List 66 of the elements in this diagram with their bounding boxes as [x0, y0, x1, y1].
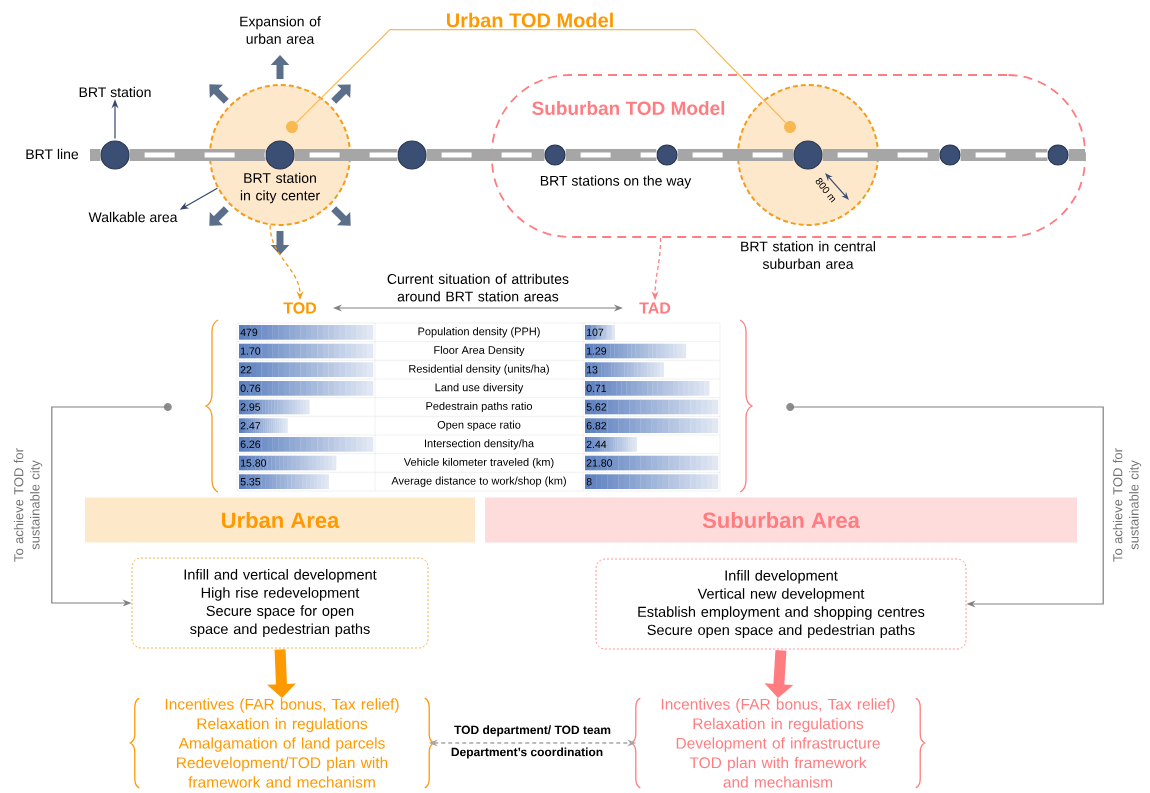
area-band: Suburban Area [485, 497, 1077, 543]
bar-cell: 0.76 [239, 381, 374, 396]
table-cell: Open space ratio [437, 420, 521, 431]
table-cell: Intersection density/ha [425, 439, 534, 450]
track-line [294, 149, 398, 161]
line-label: BRT line [26, 148, 79, 160]
leader-line [529, 28, 787, 124]
track-line [129, 149, 266, 161]
column-heading: TAD [639, 302, 671, 314]
station-dot [265, 140, 295, 170]
leader-line [295, 28, 531, 124]
bar-cell: 2.47 [239, 418, 288, 433]
track-line [960, 149, 1048, 161]
station-dot [100, 140, 130, 170]
table-cell: Floor Area Density [434, 345, 525, 357]
track-line [677, 149, 794, 161]
bar-cell: 107 [585, 325, 615, 340]
bar-cell: 8 [585, 474, 719, 489]
track-line [426, 149, 545, 161]
expansion-label: Expansion of urban area [240, 16, 321, 44]
arrow [789, 406, 1104, 608]
track-line [822, 149, 940, 161]
bar-cell: 21.80 [585, 455, 719, 471]
bar-cell: 5.35 [239, 474, 329, 489]
action-box: Infill development Vertical new development Establish employment and shopping centres Secure open space and pedestrian paths [595, 558, 967, 650]
bar-cell: 6.26 [239, 437, 374, 452]
table-cell: Residential density (units/ha) [409, 364, 549, 375]
bar-cell: 2.95 [239, 399, 310, 415]
station-dot [656, 144, 678, 166]
bar-cell: 2.44 [585, 437, 638, 452]
station-dot [793, 140, 823, 170]
bar-cell: 15.80 [239, 455, 337, 471]
action-box: Infill and vertical development High rise redevelopment Secure space for open space and pedestrian paths [131, 557, 429, 649]
edge-label: Current situation of attributes around BRT station areas [387, 273, 569, 302]
bar-cell: 1.29 [585, 343, 687, 359]
bar-cell: 13 [585, 362, 664, 377]
model-title: Urban TOD Model [446, 12, 613, 28]
edge-label: To achieve TOD for sustainable city [1112, 448, 1142, 562]
coordination-label: Department’s coordination [451, 747, 603, 759]
bar-cell: 22 [239, 362, 374, 377]
table-cell: Pedestrain paths ratio [426, 401, 532, 413]
table-cell: Population density (PPH) [418, 327, 540, 338]
station-dot [1047, 144, 1069, 166]
walkable-label: Walkable area [88, 211, 178, 223]
table-cell: Vehicle kilometer traveled (km) [403, 457, 554, 469]
track-line [565, 149, 657, 161]
bar-cell: 1.70 [239, 343, 374, 359]
bar-cell: 0.71 [585, 381, 710, 396]
bar-cell: 6.82 [585, 418, 719, 433]
station-dot [939, 144, 961, 166]
measures-group: Incentives (FAR bonus, Tax relief) Relaxation in regulations Amalgamation of land parcels Redevelopment/TOD plan with framework and mechanism [129, 697, 435, 789]
table-cell: Land use diversity [435, 383, 524, 394]
bar-cell: 5.62 [585, 399, 719, 415]
station-dot [544, 144, 566, 166]
area-band: Urban Area [85, 497, 475, 543]
measures-group: Incentives (FAR bonus, Tax relief) Relaxation in regulations Development of infrastructure TOD plan with framework and mechanism [630, 697, 926, 789]
walkable-zone-circle [737, 84, 879, 226]
edge-label: To achieve TOD for sustainable city [13, 448, 43, 562]
dimension-label: 800 m [815, 178, 836, 203]
bar-cell: 479 [239, 325, 374, 340]
station-label: BRT station [79, 86, 151, 98]
station-caption: BRT station in central suburban area [741, 241, 875, 269]
column-heading: TOD [283, 302, 317, 314]
station-dot [397, 140, 427, 170]
table-cell: Average distance to work/shop (km) [391, 476, 566, 487]
edge-label: TOD department/ TOD team [454, 725, 611, 737]
